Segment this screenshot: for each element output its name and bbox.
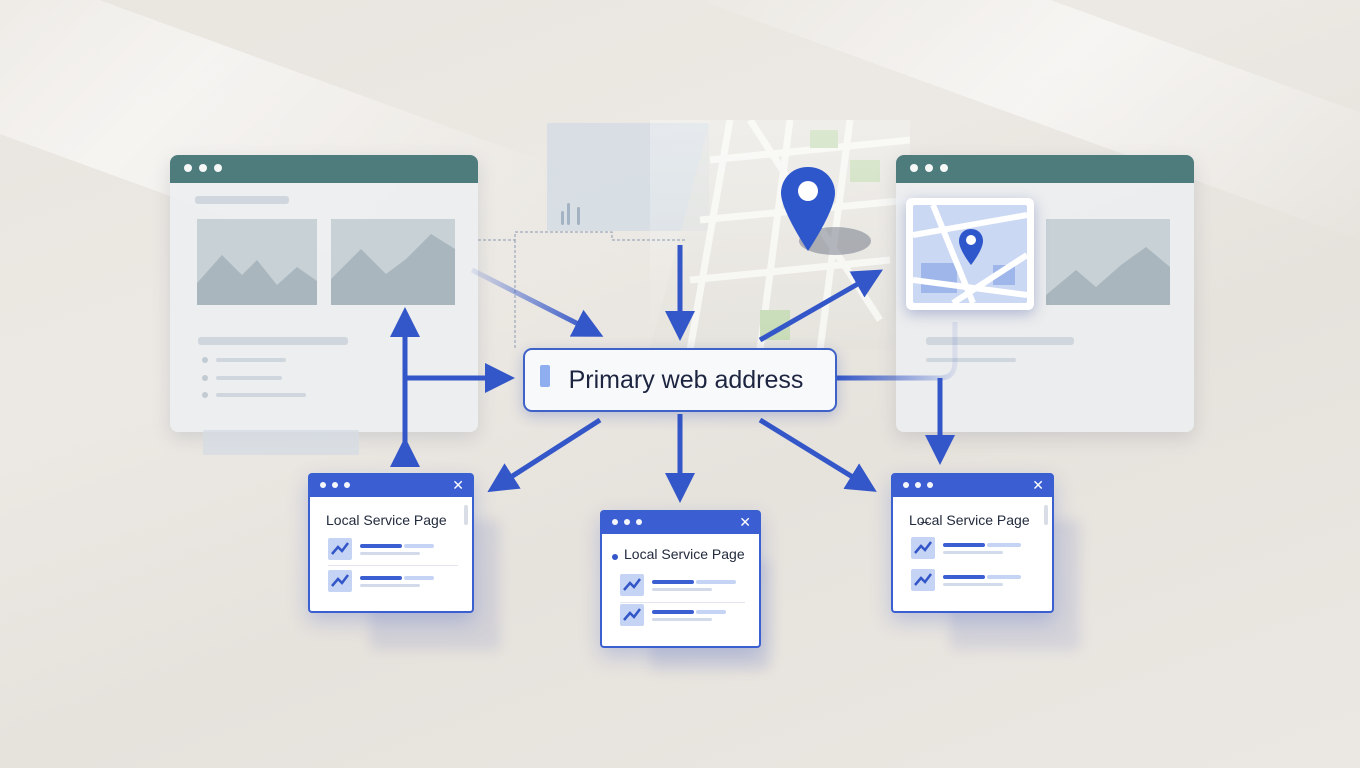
trend-chart-icon [911,537,935,559]
service-page-card-right: ✕ Lo̶cal Service Page [891,473,1054,613]
map-tile [913,205,1027,303]
primary-web-address-node: Primary web address [523,348,837,412]
text-cursor-icon [540,365,550,387]
website-window-left [170,155,478,432]
scrollbar [1044,505,1048,525]
service-page-title: Local Service Page [624,546,745,562]
trend-chart-icon [620,604,644,626]
image-placeholder [197,219,317,305]
service-page-card-middle: ✕ Local Service Page [600,510,761,648]
arrow-out-map [758,269,884,343]
close-icon: ✕ [739,514,751,530]
service-page-title: Lo̶cal Service Page [909,512,1030,528]
scrollbar [464,505,468,525]
service-page-title: Local Service Page [326,512,447,528]
faint-panel [203,430,359,455]
service-page-card-left: ✕ Local Service Page [308,473,474,613]
close-icon: ✕ [1032,477,1044,493]
primary-web-address-label: Primary web address [568,365,804,394]
status-dot [612,554,618,560]
arrow-out-right [758,417,877,492]
image-placeholder [1046,219,1170,305]
trend-chart-icon [328,570,352,592]
trend-chart-icon [328,538,352,560]
close-icon: ✕ [452,477,464,493]
arrow-out-left [487,417,602,493]
trend-chart-icon [620,574,644,596]
map-card [906,198,1034,310]
image-placeholder [331,219,455,305]
arrow-in-left [470,267,604,337]
trend-chart-icon [911,569,935,591]
location-pin-icon [781,167,871,255]
